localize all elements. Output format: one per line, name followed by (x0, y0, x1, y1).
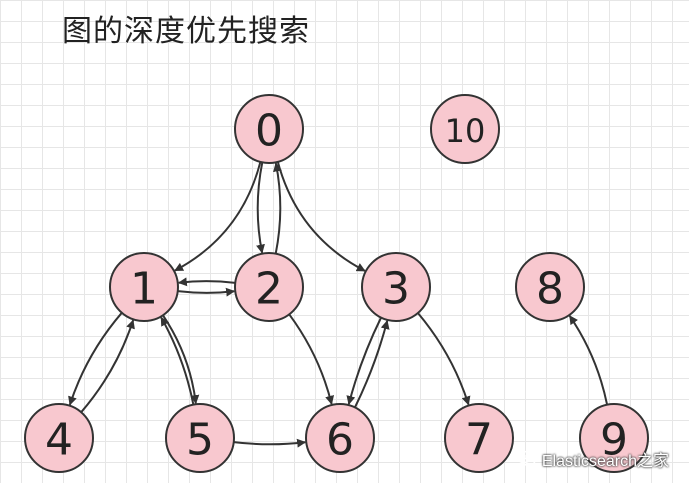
edges-layer (68, 161, 609, 448)
node-label: 6 (326, 415, 354, 466)
node-label: 9 (600, 415, 628, 466)
node-10: 10 (430, 94, 500, 164)
node-circle (234, 94, 304, 164)
node-label: 2 (255, 264, 283, 315)
watermark-text: Elasticsearch之家 (541, 453, 669, 470)
edge-1-to-4 (68, 312, 123, 406)
edge-4-to-1 (80, 319, 135, 413)
node-circle (24, 403, 94, 473)
node-2: 2 (234, 252, 304, 322)
node-label: 8 (536, 264, 564, 315)
node-9: 9 (579, 403, 649, 473)
node-circle (444, 403, 514, 473)
node-4: 4 (24, 403, 94, 473)
watermark: Elasticsearch之家 (516, 447, 669, 471)
node-label: 4 (45, 415, 73, 466)
node-label: 1 (130, 264, 158, 315)
node-circle (579, 403, 649, 473)
edge-9-to-8 (568, 315, 609, 405)
edge-2-to-0 (273, 162, 282, 254)
node-circle (305, 403, 375, 473)
node-8: 8 (515, 252, 585, 322)
node-label: 0 (255, 106, 283, 157)
node-5: 5 (165, 403, 235, 473)
node-6: 6 (305, 403, 375, 473)
edge-2-to-6 (288, 313, 335, 405)
edge-3-to-6 (346, 317, 382, 405)
edge-2-to-1 (177, 277, 236, 287)
node-label: 10 (445, 112, 486, 150)
edge-1-to-2 (177, 287, 236, 297)
node-label: 5 (186, 415, 214, 466)
node-1: 1 (109, 252, 179, 322)
page-title: 图的深度优先搜索 (62, 14, 310, 49)
node-7: 7 (444, 403, 514, 473)
edge-5-to-6 (233, 438, 307, 448)
edge-6-to-3 (354, 320, 390, 408)
edge-0-to-1 (174, 161, 262, 272)
wechat-icon (516, 450, 536, 467)
edge-3-to-7 (417, 312, 471, 406)
node-0: 0 (234, 94, 304, 164)
node-circle (515, 252, 585, 322)
node-circle (109, 252, 179, 322)
node-label: 3 (382, 264, 410, 315)
edge-0-to-3 (276, 161, 366, 272)
node-3: 3 (361, 252, 431, 322)
node-circle (165, 403, 235, 473)
node-circle (430, 94, 500, 164)
edge-0-to-2 (256, 162, 265, 254)
node-label: 7 (465, 415, 493, 466)
nodes-layer: 0 1 2 3 4 5 6 7 8 9 10 (24, 94, 649, 473)
node-circle (234, 252, 304, 322)
edge-5-to-1 (160, 316, 195, 405)
node-circle (361, 252, 431, 322)
